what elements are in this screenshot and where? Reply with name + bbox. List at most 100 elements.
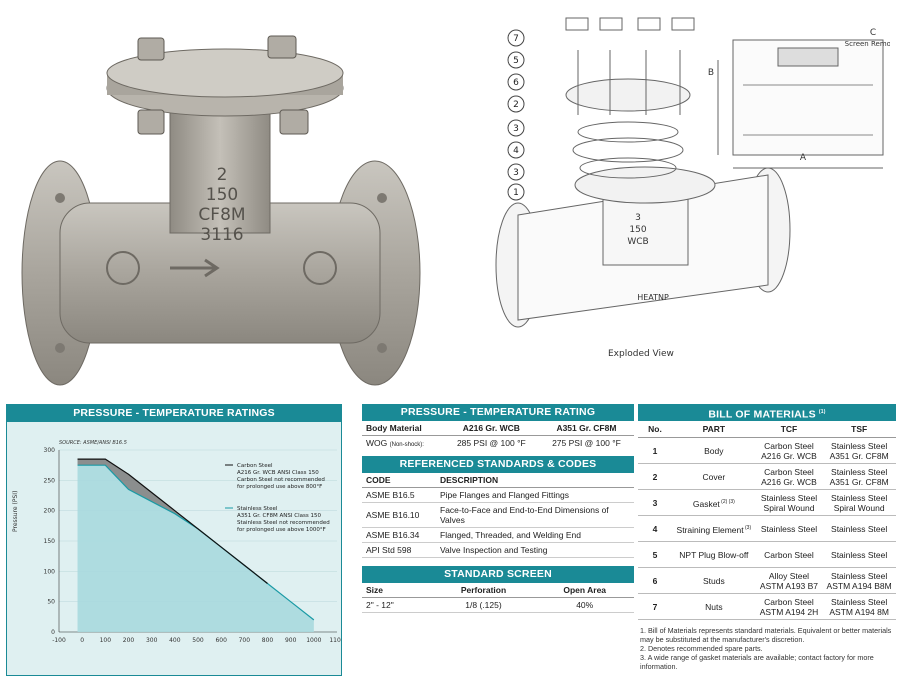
mid-tables: PRESSURE - TEMPERATURE RATING Body Mater… (362, 404, 634, 613)
bom-part: Body (672, 437, 756, 464)
standard-code: ASME B16.10 (362, 502, 436, 528)
bom-no: 7 (638, 593, 672, 620)
x-tick-label: 600 (215, 637, 227, 644)
legend-carbon-2: Carbon Steel not recommended (237, 477, 325, 483)
bom-header-sup: (1) (818, 409, 826, 415)
bom-tsf: Stainless Steel (822, 515, 896, 542)
screen-row: 2" - 12" 1/8 (.125) 40% (362, 597, 634, 613)
bom-part: NPT Plug Blow-off (672, 541, 756, 568)
callout-5: 4 (513, 146, 519, 156)
standard-description: Face-to-Face and End-to-End Dimensions o… (436, 502, 634, 528)
x-tick-label: 300 (146, 637, 158, 644)
pt-col-body: Body Material (362, 421, 444, 436)
standard-code: ASME B16.5 (362, 487, 436, 503)
standard-code: ASME B16.34 (362, 527, 436, 543)
bom-col-no: No. (638, 421, 672, 438)
body-mark-1: 150 (629, 225, 646, 235)
body-mark-3: HEATNP (637, 293, 669, 302)
y-tick-label: 0 (51, 629, 55, 636)
y-tick-label: 300 (44, 447, 56, 454)
bom-no: 3 (638, 489, 672, 516)
x-tick-label: 400 (169, 637, 181, 644)
photo-mark-2: CF8M (198, 205, 245, 225)
std-col-code: CODE (362, 473, 436, 488)
dim-a: A (800, 153, 807, 163)
x-tick-label: 0 (80, 637, 84, 644)
x-tick-label: -100 (52, 637, 66, 644)
body-mark-0: 3 (635, 213, 641, 223)
bom-col-tsf: TSF (822, 421, 896, 438)
bom-part-sup: (3) (743, 524, 752, 531)
bom-part: Cover (672, 463, 756, 490)
callout-7: 1 (513, 188, 519, 198)
standard-code: API Std 598 (362, 542, 436, 558)
screen-col-size: Size (362, 583, 432, 598)
bom-part: Straining Element (3) (672, 515, 756, 542)
y-tick-label: 250 (44, 477, 56, 484)
y-tick-label: 50 (47, 599, 55, 606)
bom-part: Gasket (2) (3) (672, 489, 756, 516)
body-mark-2: WCB (627, 237, 648, 247)
series-line-carbon (77, 458, 268, 584)
callout-3: 2 (513, 100, 519, 110)
y-tick-label: 150 (44, 538, 56, 545)
screen-open: 40% (535, 597, 634, 613)
pt-rating-table: Body Material A216 Gr. WCB A351 Gr. CF8M… (362, 421, 634, 450)
pt-row-wcb: 285 PSI @ 100 °F (456, 438, 526, 448)
chart-source: SOURCE: ASME/ANSI B16.5 (59, 440, 127, 446)
chart-ylabel: Pressure (PSI) (12, 491, 19, 532)
std-col-desc: DESCRIPTION (436, 473, 634, 488)
pt-chart-panel: PRESSURE - TEMPERATURE RATINGS SOURCE: A… (6, 404, 342, 676)
screen-table: Size Perforation Open Area 2" - 12" 1/8 … (362, 583, 634, 613)
bom-header: BILL OF MATERIALS (1) (638, 404, 896, 421)
bom-part-sup: (2) (3) (719, 498, 735, 505)
bom-no: 2 (638, 463, 672, 490)
bom-col-part: PART (672, 421, 756, 438)
x-tick-label: 500 (192, 637, 204, 644)
bom-note: 3. A wide range of gasket materials are … (640, 653, 874, 671)
bom-header-text: BILL OF MATERIALS (708, 408, 816, 421)
bom-part: Studs (672, 567, 756, 594)
legend-stainless-0: Stainless Steel (237, 506, 278, 512)
standard-description: Pipe Flanges and Flanged Fittings (436, 487, 634, 503)
pt-row-cf8m: 275 PSI @ 100 °F (552, 438, 621, 448)
y-tick-label: 200 (44, 508, 56, 515)
screen-perf: 1/8 (.125) (431, 597, 536, 613)
x-tick-label: 1100 (329, 637, 341, 644)
x-tick-label: 800 (262, 637, 274, 644)
legend-carbon-1: A216 Gr. WCB ANSI Class 150 (237, 470, 319, 476)
strainer-photo: 2 150 CF8M 3116 (21, 35, 421, 386)
legend-stainless-2: Stainless Steel not recommended (237, 520, 330, 526)
screen-header: STANDARD SCREEN (362, 566, 634, 583)
callout-6: 3 (513, 168, 519, 178)
bom-panel: BILL OF MATERIALS (1) No. PART TCF TSF 1… (638, 404, 896, 671)
chart-legend: Carbon Steel A216 Gr. WCB ANSI Class 150… (225, 463, 330, 533)
x-tick-label: 1000 (306, 637, 321, 644)
bom-notes: 1. Bill of Materials represents standard… (638, 626, 896, 671)
bom-tcf: Stainless Steel (755, 515, 823, 542)
pt-rating-header: PRESSURE - TEMPERATURE RATING (362, 404, 634, 421)
exploded-view-drawing: 7 5 6 2 3 4 3 1 3 150 WCB HEATNP A B C S… (495, 17, 890, 359)
exploded-caption: Exploded View (608, 349, 674, 359)
legend-carbon-3: for prolonged use above 800°F (237, 484, 322, 490)
bom-note: 1. Bill of Materials represents standard… (640, 626, 892, 644)
pt-row: WOG (Non-shock): 285 PSI @ 100 °F 275 PS… (362, 436, 634, 451)
callout-2: 6 (513, 78, 519, 88)
screen-col-open: Open Area (535, 583, 634, 598)
